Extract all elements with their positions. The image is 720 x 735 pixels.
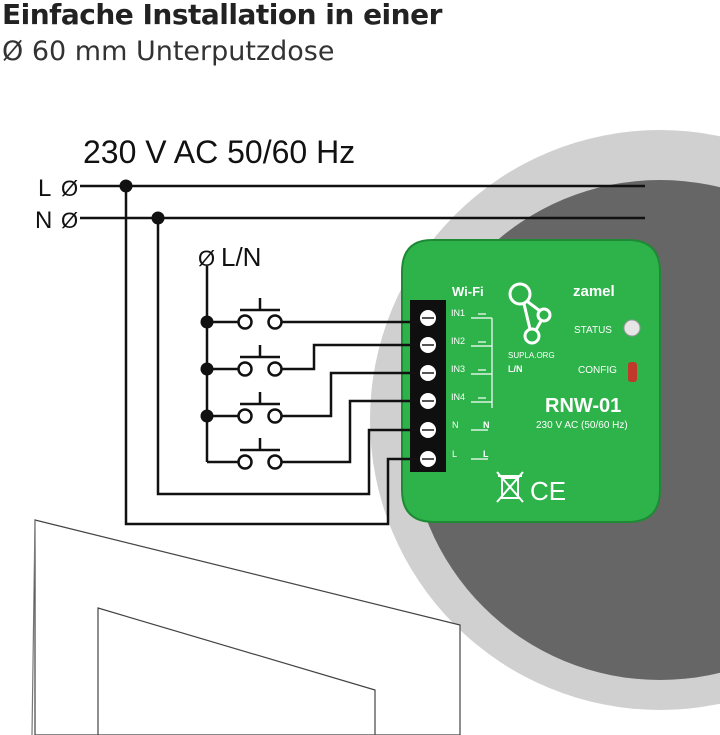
brand-logo: zamel [573, 283, 615, 300]
rating-label: 230 V AC (50/60 Hz) [536, 420, 628, 431]
bus-junctions [200, 315, 214, 423]
model-label: RNW-01 [545, 395, 621, 417]
line-n-terminal-symbol: Ø [61, 208, 78, 233]
ce-mark: CE [530, 476, 566, 506]
switch-4 [237, 438, 283, 470]
schematic-label-l: L [483, 449, 489, 459]
push-switches [237, 298, 283, 470]
switch-2 [237, 345, 283, 377]
internal-schematic [471, 313, 493, 460]
input-label-in2: IN2 [451, 336, 465, 346]
switch-1 [237, 298, 283, 330]
common-terminal-symbol: Ø [198, 246, 215, 271]
line-l-label: L [38, 175, 51, 202]
terminal-screw-slots [422, 317, 434, 460]
line-l-terminal-symbol: Ø [61, 176, 78, 201]
config-led [628, 362, 637, 382]
config-label: CONFIG [578, 365, 617, 376]
terminal-block [410, 300, 446, 472]
input-label-l: L [452, 449, 457, 459]
common-label: L/N [221, 242, 261, 272]
switch-3 [237, 392, 283, 424]
rnw01-device: Wi-Fi zamel SUPLA.ORG STATUS CONFIG RNW-… [401, 239, 661, 523]
voltage-label: 230 V AC 50/60 Hz [83, 134, 355, 170]
wall-switch-frame [31, 519, 461, 735]
weee-bin-icon [496, 471, 524, 503]
status-label: STATUS [574, 325, 612, 336]
schematic-label-ln: L/N [508, 364, 523, 374]
input-label-n: N [452, 420, 459, 430]
input-label-in4: IN4 [451, 392, 465, 402]
supla-logo [508, 282, 552, 345]
supla-org-label: SUPLA.ORG [508, 351, 555, 360]
supply-lines [80, 184, 645, 220]
line-n-label: N [35, 207, 52, 234]
wifi-label: Wi-Fi [452, 284, 484, 299]
input-label-in1: IN1 [451, 308, 465, 318]
schematic-label-n: N [483, 420, 490, 430]
page-title: Einfache Installation in einer [2, 0, 442, 31]
status-led [623, 319, 641, 337]
input-label-in3: IN3 [451, 364, 465, 374]
page-subtitle: Ø 60 mm Unterputzdose [2, 36, 335, 67]
